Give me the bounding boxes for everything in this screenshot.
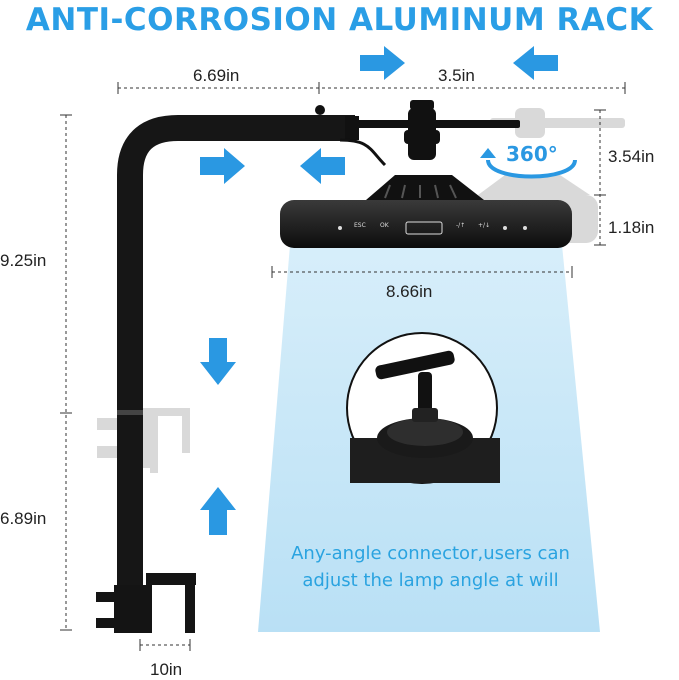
clamp-width-label: 10in xyxy=(150,660,183,679)
arm-extension xyxy=(355,120,520,128)
panel-button-minus: -/↑ xyxy=(456,222,466,229)
lamp-leds xyxy=(338,226,527,230)
lamp-rise-label: 3.54in xyxy=(608,147,655,166)
rack-frame xyxy=(117,115,355,595)
rotation-label: 360° xyxy=(506,142,558,166)
lamp-mount xyxy=(366,100,484,200)
page-title: ANTI-CORROSION ALUMINUM RACK xyxy=(25,2,654,38)
panel-button-ok: OK xyxy=(380,222,389,229)
display-screen xyxy=(405,221,443,235)
caption-line-2: adjust the lamp angle at will xyxy=(302,570,559,591)
dimension-lines xyxy=(60,82,626,651)
pole-height-label: 9.25in xyxy=(0,251,47,270)
power-cable xyxy=(339,138,387,167)
arrow-right-icon xyxy=(200,148,245,184)
panel-button-plus: +/↓ xyxy=(478,222,491,229)
panel-button-esc: ESC xyxy=(354,222,366,229)
connector-detail-inset xyxy=(346,332,500,484)
arrow-left-icon xyxy=(300,148,345,184)
clamp-height-label: 6.89in xyxy=(0,509,47,528)
arm-knob xyxy=(315,105,325,115)
arm-length-label: 6.69in xyxy=(193,66,240,85)
ghost-clamp xyxy=(97,408,190,473)
caption-line-1: Any-angle connector,users can xyxy=(291,543,570,564)
tank-clamp xyxy=(96,573,196,633)
rotation-arrow-icon xyxy=(486,159,577,179)
heat-sink-fins xyxy=(384,184,457,199)
rotation-arrowhead-icon xyxy=(480,148,496,158)
direction-arrows xyxy=(200,46,558,535)
arrow-left-icon xyxy=(513,46,558,80)
arrow-up-icon xyxy=(200,487,236,535)
arrow-down-icon xyxy=(200,338,236,385)
lamp-body xyxy=(280,200,572,248)
feature-caption: Any-angle connector,users can adjust the… xyxy=(258,540,603,594)
arm-end-cap xyxy=(345,116,359,140)
lamp-width-label: 8.66in xyxy=(386,282,433,301)
lamp-thickness-label: 1.18in xyxy=(608,218,655,237)
lamp-offset-label: 3.5in xyxy=(438,66,475,85)
arrow-right-icon xyxy=(360,46,405,80)
